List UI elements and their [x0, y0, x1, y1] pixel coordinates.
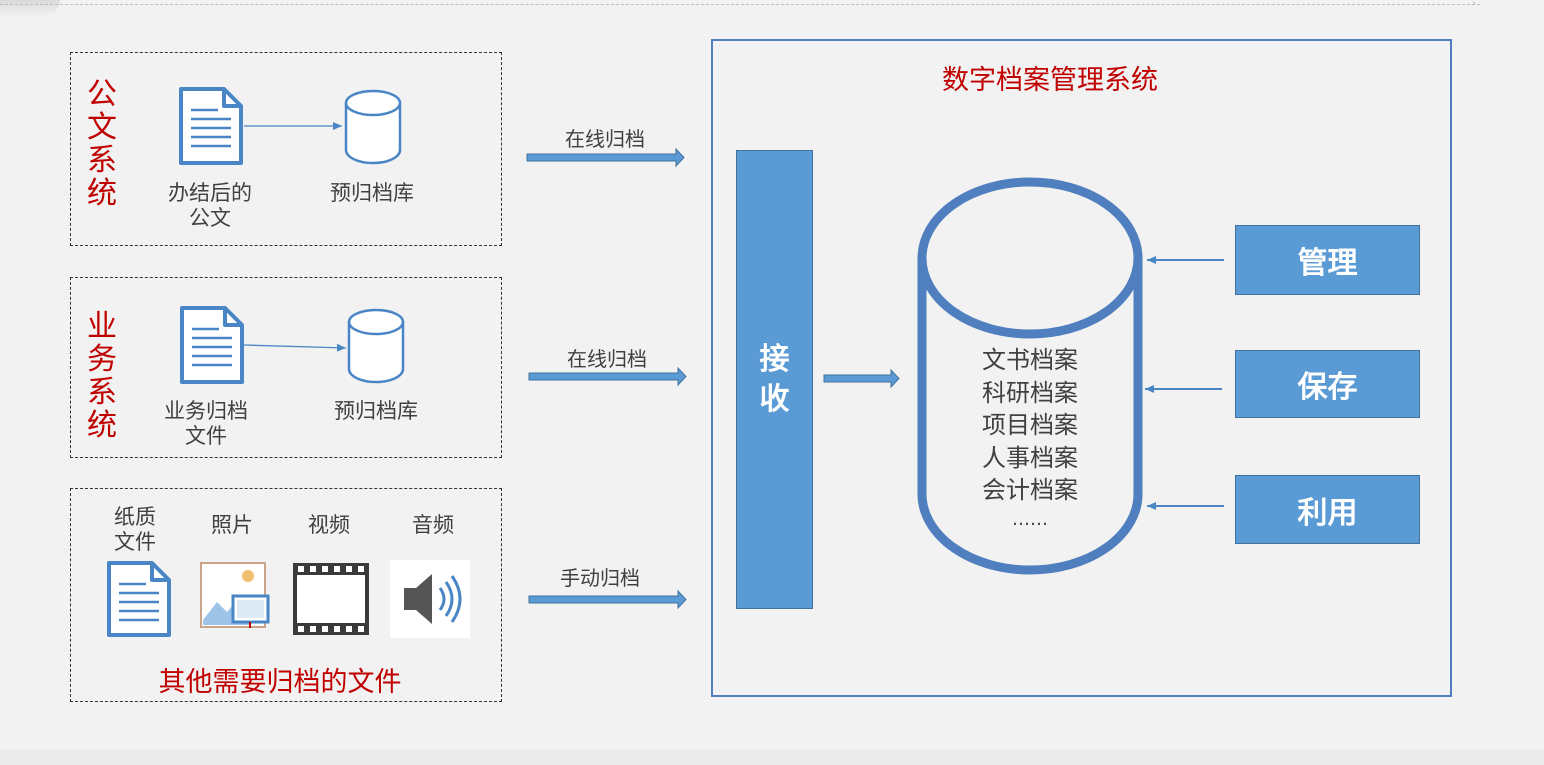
bottom-bar [0, 750, 1544, 765]
other-to-system-arrow [528, 589, 687, 610]
other-item-photo-label: 照片 [211, 513, 253, 537]
gongwen-to-system-arrow [526, 147, 685, 168]
gongwen-system-box [70, 52, 502, 246]
top-divider [0, 4, 1480, 5]
archive-system-box [711, 39, 1452, 697]
archive-types-list: 文书档案 科研档案 项目档案 人事档案 会计档案 …… [950, 344, 1110, 533]
archive-type-item: 会计档案 [982, 476, 1078, 504]
yewu-doc-to-db-arrow [243, 343, 347, 352]
function-utilize-box: 利用 [1235, 475, 1420, 544]
other-item-paper-label: 纸质 文件 [114, 505, 156, 554]
receive-block: 接 收 [736, 150, 813, 609]
audio-speaker-icon [390, 560, 470, 642]
archive-type-item: 项目档案 [982, 411, 1078, 439]
archive-type-item: 文书档案 [982, 346, 1078, 374]
top-divider-end-icon: › [1472, 0, 1476, 9]
yewu-to-system-arrow [528, 366, 687, 387]
gongwen-doc-label: 办结后的 公文 [168, 181, 252, 230]
yewu-document-icon [179, 305, 245, 389]
other-files-box [70, 488, 502, 702]
archive-system-title: 数字档案管理系统 [942, 65, 1158, 96]
archive-type-item: …… [1012, 508, 1048, 530]
gongwen-db-label: 预归档库 [330, 181, 414, 205]
yewu-prearchive-db-icon [346, 307, 406, 389]
receive-to-database-arrow [823, 368, 900, 389]
yewu-db-label: 预归档库 [334, 399, 418, 423]
video-icon [292, 562, 370, 640]
other-files-title: 其他需要归档的文件 [158, 667, 402, 698]
archive-type-item: 人事档案 [982, 443, 1078, 472]
paper-document-icon [106, 560, 172, 642]
other-arrow-label: 手动归档 [560, 566, 640, 590]
yewu-system-box [70, 277, 502, 458]
archive-type-item: 科研档案 [982, 378, 1078, 407]
gongwen-document-icon [178, 86, 244, 170]
gongwen-prearchive-db-icon [343, 88, 403, 170]
gongwen-arrow-label: 在线归档 [565, 127, 645, 151]
other-item-video-label: 视频 [308, 513, 350, 537]
yewu-doc-label: 业务归档 文件 [164, 399, 248, 448]
yewu-system-title: 业 务 系 统 [87, 309, 117, 443]
other-item-audio-label: 音频 [412, 513, 454, 537]
photo-icon [199, 560, 271, 636]
function-preserve-box: 保存 [1235, 350, 1420, 418]
gongwen-system-title: 公 文 系 统 [87, 77, 117, 211]
archive-database-cylinder [916, 176, 1144, 582]
yewu-arrow-label: 在线归档 [567, 347, 647, 371]
function-manage-box: 管理 [1235, 225, 1420, 295]
